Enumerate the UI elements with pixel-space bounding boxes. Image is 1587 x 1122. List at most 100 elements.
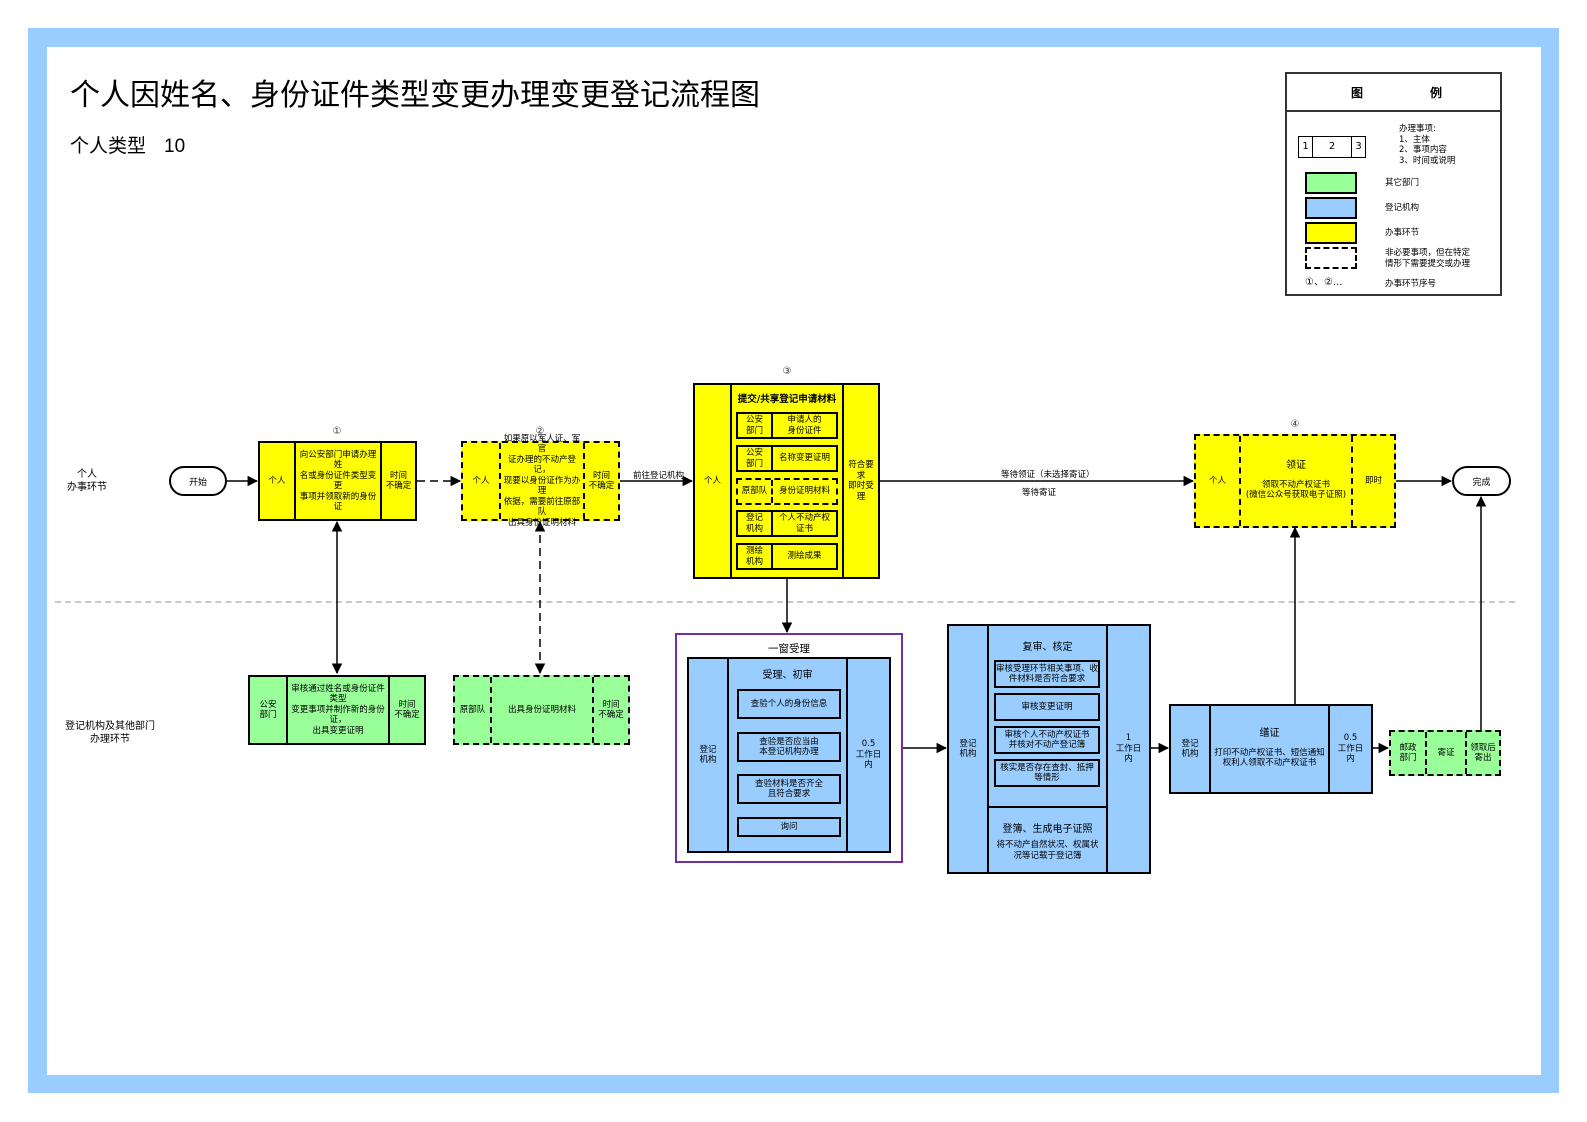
text-line: 工作日 bbox=[855, 749, 882, 760]
registry-content: 缮证 打印不动产权证书、短信通知 权利人领取不动产权证书 bbox=[1209, 706, 1328, 792]
check-item: 询问 bbox=[737, 817, 841, 837]
step-2-army-proof[interactable]: 个人 如果原以军人证、军官 证办理的不动产登记， 现要以身份证作为办理 依据，需… bbox=[461, 434, 620, 528]
text-line: 领取不动产权证书 bbox=[1261, 479, 1330, 490]
end-terminal[interactable]: 完成 bbox=[1452, 466, 1511, 496]
start-terminal[interactable]: 开始 bbox=[169, 466, 227, 496]
legend-item-explanation: 办理事项: 1、主体 2、事项内容 3、时间或说明 bbox=[1399, 124, 1455, 166]
text-line: 况等记载于登记簿 bbox=[1013, 850, 1082, 861]
legend-label-registry: 登记机构 bbox=[1385, 203, 1420, 213]
text-line: 审核受理环节相关事项、收 bbox=[996, 663, 1099, 674]
step-number: ① bbox=[332, 426, 342, 437]
dept-actor: 邮政部门 bbox=[1391, 732, 1425, 774]
dept-content: 出具身份证明材料 bbox=[490, 677, 592, 743]
lane-label-departments: 登记机构及其他部门 办理环节 bbox=[55, 720, 165, 746]
text-line: 证办理的不动产登记， bbox=[507, 454, 576, 476]
dept-time: 领取后寄出 bbox=[1465, 732, 1499, 774]
text-line: 审核个人不动产权证书 bbox=[1004, 729, 1090, 740]
legend-title-left: 图 bbox=[1351, 86, 1364, 100]
step-content: 向公安部门申请办理姓 名或身份证件类型变更 事项并领取新的身份证 bbox=[294, 443, 380, 519]
registry-review-and-record[interactable]: 登记机构 复审、核定 登簿、生成电子证照 将不动产自然状况、权属状 况等记载于登… bbox=[947, 624, 1151, 874]
text-line: 工作日 bbox=[1337, 743, 1364, 754]
text-line: 公安 bbox=[745, 415, 763, 425]
dept-time: 时间不确定 bbox=[592, 677, 628, 743]
text-line: 事项并领取新的身份证 bbox=[299, 491, 377, 513]
text-line: 且符合要求 bbox=[767, 789, 811, 799]
step-number: ② bbox=[535, 426, 545, 437]
step-time: 即时 bbox=[1351, 436, 1394, 526]
text-line: 测绘 bbox=[745, 546, 763, 556]
registry-content-2: 将不动产自然状况、权属状 况等记载于登记簿 bbox=[989, 840, 1106, 861]
review-item: 审核受理环节相关事项、收件材料是否符合要求 bbox=[994, 660, 1100, 688]
text-line: 公安 bbox=[745, 448, 763, 458]
legend-label-other-dept: 其它部门 bbox=[1385, 178, 1420, 188]
text-line: 内 bbox=[864, 760, 873, 771]
text-line: 登记 bbox=[959, 738, 977, 749]
material-row: 公安部门 申请人的身份证件 bbox=[736, 412, 838, 439]
text-line: 并核对不动产登记簿 bbox=[1008, 740, 1086, 750]
step-content: 提交/共享登记申请材料 bbox=[730, 385, 842, 577]
material-source: 公安部门 bbox=[738, 447, 771, 470]
check-item: 查验是否应当由本登记机构办理 bbox=[737, 732, 841, 762]
material-item: 申请人的身份证件 bbox=[771, 414, 836, 437]
text-line: 部门 bbox=[259, 710, 277, 720]
text-line: 审核变更证明 bbox=[1021, 701, 1073, 712]
dept-army-issue-proof[interactable]: 原部队 出具身份证明材料 时间不确定 bbox=[453, 675, 630, 745]
section-divider bbox=[989, 806, 1106, 808]
text-line: 查验个人的身份信息 bbox=[750, 698, 828, 709]
step-3-submit-materials[interactable]: 个人 提交/共享登记申请材料 符合要求 即时受理 bbox=[693, 383, 880, 579]
legend-line: 1、主体 bbox=[1399, 134, 1430, 145]
page-title: 个人因姓名、身份证件类型变更办理变更登记流程图 bbox=[70, 79, 760, 112]
text-line: 1 bbox=[1125, 733, 1132, 744]
step-time: 时间 不确定 bbox=[583, 443, 618, 519]
dept-content: 寄证 bbox=[1425, 732, 1465, 774]
lane-label-line: 办事环节 bbox=[67, 482, 107, 493]
step-number: ③ bbox=[782, 366, 792, 377]
legend-swatch-personal-step bbox=[1305, 222, 1357, 244]
text-line: 登记 bbox=[745, 513, 763, 523]
legend-sample-cell: 2 bbox=[1312, 137, 1352, 157]
registry-heading: 复审、核定 bbox=[1022, 642, 1073, 653]
registry-content: 受理、初审 bbox=[727, 659, 846, 851]
lane-divider bbox=[55, 601, 1515, 603]
registry-heading: 缮证 bbox=[1259, 728, 1280, 740]
lane-label-line: 办理环节 bbox=[90, 734, 130, 745]
review-item: 审核个人不动产权证书并核对不动产登记簿 bbox=[994, 726, 1100, 754]
material-row-optional: 原部队 身份证明材料 bbox=[736, 478, 838, 505]
step-actor: 个人 bbox=[472, 475, 490, 486]
text-line: 时间 bbox=[389, 470, 407, 481]
text-line: 时间 bbox=[602, 699, 620, 710]
review-item: 核实是否存在查封、抵押等情形 bbox=[994, 759, 1100, 787]
text-line: 件材料是否符合要求 bbox=[1008, 674, 1086, 684]
dept-post-mail-certificate[interactable]: 邮政部门 寄证 领取后寄出 bbox=[1389, 730, 1501, 776]
dept-police-issue-proof[interactable]: 公安部门 审核通过姓名或身份证件类型 变更事项并制作新的身份证， 出具变更证明 … bbox=[248, 675, 426, 745]
registry-actor: 登记机构 bbox=[689, 659, 727, 851]
material-item: 名称变更证明 bbox=[771, 447, 836, 470]
text-line: 机构 bbox=[699, 755, 717, 765]
text-line: 内 bbox=[1124, 754, 1133, 765]
edge-label-to-registry: 前往登记机构 bbox=[633, 471, 685, 481]
text-line: 核实是否存在查封、抵押 bbox=[1000, 762, 1094, 773]
legend-sample-item: 1 2 3 bbox=[1298, 136, 1366, 158]
material-item: 个人不动产权证书 bbox=[771, 512, 836, 535]
legend-line: 3、时间或说明 bbox=[1399, 155, 1456, 166]
step-content: 如果原以军人证、军官 证办理的不动产登记， 现要以身份证作为办理 依据，需要前往… bbox=[499, 434, 583, 528]
legend-line: 办理事项: bbox=[1399, 124, 1436, 134]
step-note: 符合要求 即时受理 bbox=[842, 385, 878, 577]
registry-heading: 受理、初审 bbox=[762, 670, 813, 681]
step-4-collect-certificate[interactable]: 个人 领证 领取不动产权证书 (微信公众号获取电子证照) 即时 bbox=[1194, 434, 1396, 528]
text-line: 寄出 bbox=[1474, 753, 1492, 763]
legend-line: 非必要事项，但在特定 bbox=[1385, 248, 1471, 258]
material-source: 公安部门 bbox=[738, 414, 771, 437]
text-line: 0.5 bbox=[861, 739, 876, 750]
text-line: 部门 bbox=[745, 425, 763, 436]
legend-swatch-optional bbox=[1305, 247, 1357, 269]
text-line: 打印不动产权证书、短信通知 bbox=[1214, 747, 1325, 758]
legend-swatch-registry bbox=[1305, 197, 1357, 219]
registry-heading-2: 登簿、生成电子证照 bbox=[1002, 824, 1093, 835]
legend-label-optional: 非必要事项，但在特定 情形下需要提交或办理 bbox=[1385, 248, 1470, 269]
text-line: (微信公众号获取电子证照) bbox=[1245, 490, 1347, 501]
step-1-apply-new-id[interactable]: 个人 向公安部门申请办理姓 名或身份证件类型变更 事项并领取新的身份证 时间 不… bbox=[258, 441, 417, 521]
